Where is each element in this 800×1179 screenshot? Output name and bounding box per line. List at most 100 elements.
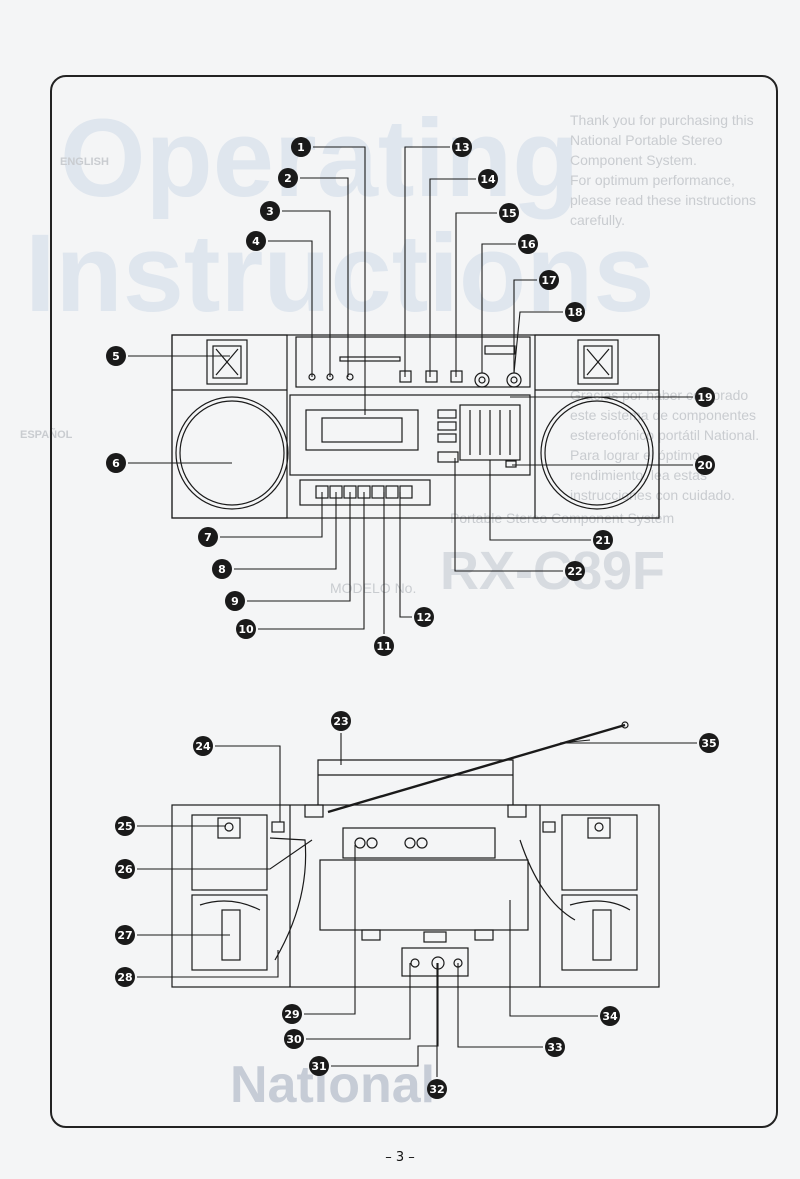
callout-circle [193, 736, 213, 756]
leader-line-13 [404, 146, 450, 377]
callout-circle [278, 168, 298, 188]
leader-line-33 [457, 963, 543, 1048]
callout-circle [331, 711, 351, 731]
callout-circle [695, 455, 715, 475]
callout-number: 24 [195, 740, 211, 753]
callout-circle [282, 1004, 302, 1024]
callout-number: 29 [284, 1008, 299, 1021]
leader-line-24 [215, 745, 281, 822]
ghost-english-text: Thank you for purchasing this National P… [570, 112, 756, 228]
callout-1: 1 [291, 137, 311, 157]
leader-line-4 [268, 240, 313, 377]
ghost-english-tab: ENGLISH [60, 156, 109, 168]
callout-12: 12 [414, 607, 434, 627]
callout-circle [115, 859, 135, 879]
callout-24: 24 [193, 736, 213, 756]
callout-number: 12 [416, 611, 431, 624]
callout-6: 6 [106, 453, 126, 473]
top-control-strip [295, 336, 531, 388]
callout-circle [115, 816, 135, 836]
callout-number: 23 [333, 715, 348, 728]
callout-circle [695, 387, 715, 407]
callout-34: 34 [600, 1006, 620, 1026]
callout-circle [260, 201, 280, 221]
callout-circle [309, 1056, 329, 1076]
leader-line-2 [300, 177, 349, 377]
right-woofer [540, 396, 654, 510]
leader-line-9 [247, 492, 351, 602]
right-speaker-cabinet [534, 334, 660, 519]
rear-body-outline [171, 804, 660, 988]
callout-23: 23 [331, 711, 351, 731]
callout-3: 3 [260, 201, 280, 221]
callout-circle [414, 607, 434, 627]
callout-number: 30 [286, 1033, 302, 1046]
callout-number: 1 [297, 141, 305, 154]
cassette-window [305, 409, 419, 451]
callout-number: 7 [204, 531, 212, 544]
callout-10: 10 [236, 619, 256, 639]
callout-29: 29 [282, 1004, 302, 1024]
callout-31: 31 [309, 1056, 329, 1076]
callout-circle [106, 453, 126, 473]
leader-line-3 [282, 210, 331, 377]
callout-8: 8 [212, 559, 232, 579]
callout-number: 31 [311, 1060, 326, 1073]
callout-number: 5 [112, 350, 120, 363]
callout-number: 27 [117, 929, 132, 942]
callout-18: 18 [565, 302, 585, 322]
leader-line-34 [509, 900, 598, 1017]
callout-21: 21 [593, 530, 613, 550]
callout-number: 18 [567, 306, 582, 319]
leader-line-28 [137, 950, 279, 978]
callout-9: 9 [225, 591, 245, 611]
callout-number: 8 [218, 563, 226, 576]
callout-number: 10 [238, 623, 254, 636]
callout-number: 6 [112, 457, 120, 470]
callout-17: 17 [539, 270, 559, 290]
callout-circle [593, 530, 613, 550]
callout-number: 16 [520, 238, 536, 251]
callout-circle [246, 231, 266, 251]
callout-circle [115, 967, 135, 987]
callout-markers: 1234567891011121314151617181920212223242… [106, 137, 719, 1099]
front-body-outline [171, 334, 660, 519]
callout-number: 11 [376, 640, 391, 653]
page-number: – 3 – [385, 1150, 415, 1165]
callout-22: 22 [565, 561, 585, 581]
ghost-espanol-tab: ESPAÑOL [20, 429, 73, 441]
leader-line-26 [137, 839, 313, 870]
callout-number: 19 [697, 391, 712, 404]
rear-connector-bar [342, 827, 496, 859]
cassette-slot [339, 356, 401, 362]
callout-27: 27 [115, 925, 135, 945]
ghost-heading-operating: Operating [60, 97, 580, 220]
callout-number: 3 [266, 205, 274, 218]
callout-number: 22 [567, 565, 582, 578]
leader-line-31 [331, 963, 439, 1067]
callout-circle [284, 1029, 304, 1049]
callout-number: 4 [252, 235, 260, 248]
callout-circle [212, 559, 232, 579]
leader-line-10 [258, 492, 365, 630]
callout-circle [518, 234, 538, 254]
callout-circle [374, 636, 394, 656]
left-speaker-cabinet [171, 334, 288, 519]
callout-30: 30 [284, 1029, 304, 1049]
callout-number: 33 [547, 1041, 562, 1054]
callout-circle [106, 346, 126, 366]
callout-2: 2 [278, 168, 298, 188]
callout-number: 2 [284, 172, 292, 185]
callout-circle [600, 1006, 620, 1026]
callout-number: 15 [501, 207, 516, 220]
callout-28: 28 [115, 967, 135, 987]
left-woofer [175, 396, 289, 510]
callout-number: 25 [117, 820, 132, 833]
callout-circle [539, 270, 559, 290]
leader-line-29 [304, 845, 356, 1015]
leader-lines [128, 146, 697, 1077]
callout-circle [115, 925, 135, 945]
callout-14: 14 [478, 169, 498, 189]
